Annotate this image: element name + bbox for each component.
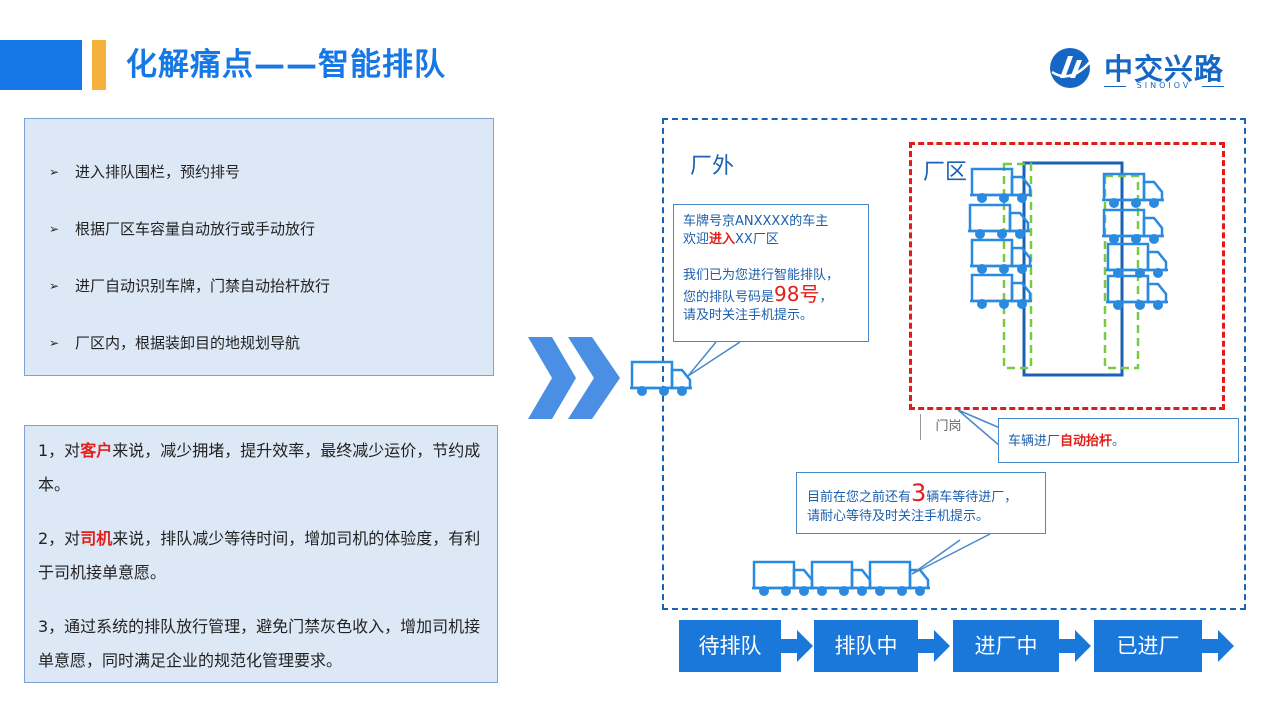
benefit-highlight: 司机 <box>80 529 113 548</box>
message-line: 请及时关注手机提示。 <box>683 308 814 323</box>
benefit-text: 来说，减少拥堵，提升效率，最终减少运价，节约成本。 <box>38 441 481 494</box>
benefit-text: 来说，排队减少等待时间，增加司机的体验度，有利于司机接单意愿。 <box>38 529 481 582</box>
company-logo: 中交兴路 SINOIOV <box>1046 44 1228 96</box>
waiting-count: 3 <box>911 479 927 507</box>
feature-text: 厂区内，根据装卸目的地规划导航 <box>75 334 301 352</box>
benefits-panel: 1，对客户来说，减少拥堵，提升效率，最终减少运价，节约成本。 2，对司机来说，排… <box>24 425 498 683</box>
benefit-text: 1，对 <box>38 441 81 460</box>
arrow-bullet-icon: ➢ <box>49 278 60 293</box>
arrow-right-icon <box>918 630 950 662</box>
flow-step-entered: 已进厂 <box>1094 620 1202 672</box>
zone-label-outside: 厂外 <box>690 154 735 179</box>
page-title: 化解痛点——智能排队 <box>126 47 446 83</box>
double-chevron-icon <box>528 337 620 419</box>
welcome-message-bubble: 车牌号京ANXXXX的车主 欢迎进入XX厂区 我们已为您进行智能排队， 您的排队… <box>673 204 869 342</box>
message-line: 欢迎进入XX厂区 <box>683 231 868 249</box>
flow-step-queuing: 排队中 <box>814 620 918 672</box>
arrow-bullet-icon: ➢ <box>49 335 60 350</box>
arrow-bullet-icon: ➢ <box>49 221 60 236</box>
message-line: 您的排队号码是98号， <box>683 282 868 307</box>
message-text: 车辆进厂 <box>1008 434 1061 449</box>
message-text: XX厂区 <box>735 232 779 247</box>
feature-text: 进厂自动识别车牌，门禁自动抬杆放行 <box>75 277 331 295</box>
logo-text: 中交兴路 <box>1104 52 1225 86</box>
message-line: 目前在您之前还有3辆车等待进厂， <box>807 481 1045 507</box>
arrow-right-icon <box>1059 630 1091 662</box>
features-panel: ➢ 进入排队围栏，预约排号 ➢ 根据厂区车容量自动放行或手动放行 ➢ 进厂自动识… <box>24 118 494 376</box>
list-item: ➢ 进入排队围栏，预约排号 <box>49 143 493 200</box>
message-line: 请耐心等待及时关注手机提示。 <box>807 509 990 524</box>
list-item: ➢ 进厂自动识别车牌，门禁自动抬杆放行 <box>49 257 493 314</box>
benefit-highlight: 客户 <box>80 441 113 460</box>
message-text: 。 <box>1112 434 1126 449</box>
benefit-text: 2，对 <box>38 529 81 548</box>
flow-step-entering: 进厂中 <box>953 620 1059 672</box>
plant-area <box>909 142 1225 410</box>
message-line: 车牌号京ANXXXX的车主 <box>683 214 829 229</box>
arrow-bullet-icon: ➢ <box>49 164 60 179</box>
message-highlight: 自动抬杆 <box>1060 434 1113 449</box>
benefit-paragraph: 3，通过系统的排队放行管理，避免门禁灰色收入，增加司机接单意愿，同时满足企业的规… <box>38 610 485 678</box>
zone-label-plant: 厂区 <box>923 160 968 185</box>
arrow-right-icon <box>781 630 813 662</box>
logo-subtitle: SINOIOV <box>1104 81 1224 90</box>
gate-message-bubble: 车辆进厂自动抬杆。 <box>998 418 1239 463</box>
message-text: ， <box>819 290 833 305</box>
list-item: ➢ 厂区内，根据装卸目的地规划导航 <box>49 314 493 371</box>
benefit-paragraph: 1，对客户来说，减少拥堵，提升效率，最终减少运价，节约成本。 <box>38 434 485 502</box>
message-text: 辆车等待进厂， <box>926 490 1018 505</box>
flow-step-waiting: 待排队 <box>679 620 781 672</box>
feature-text: 根据厂区车容量自动放行或手动放行 <box>75 220 316 238</box>
queue-number: 98号 <box>774 282 820 306</box>
benefit-text: 3，通过系统的排队放行管理，避免门禁灰色收入，增加司机接单意愿，同时满足企业的规… <box>38 617 481 670</box>
gate-label: 门岗 <box>920 414 976 440</box>
queue-message-bubble: 目前在您之前还有3辆车等待进厂， 请耐心等待及时关注手机提示。 <box>796 472 1046 534</box>
message-text: 欢迎 <box>683 232 710 247</box>
message-highlight: 进入 <box>709 232 736 247</box>
feature-text: 进入排队围栏，预约排号 <box>75 163 241 181</box>
list-item: ➢ 根据厂区车容量自动放行或手动放行 <box>49 200 493 257</box>
feature-list: ➢ 进入排队围栏，预约排号 ➢ 根据厂区车容量自动放行或手动放行 ➢ 进厂自动识… <box>25 119 493 371</box>
header-bar <box>0 40 82 90</box>
header-accent <box>92 40 106 90</box>
benefit-paragraph: 2，对司机来说，排队减少等待时间，增加司机的体验度，有利于司机接单意愿。 <box>38 522 485 590</box>
message-text: 您的排队号码是 <box>683 290 775 305</box>
logo-mark-icon <box>1050 48 1091 88</box>
message-line: 我们已为您进行智能排队， <box>683 268 840 283</box>
message-text: 目前在您之前还有 <box>807 490 912 505</box>
arrow-right-icon <box>1202 630 1234 662</box>
